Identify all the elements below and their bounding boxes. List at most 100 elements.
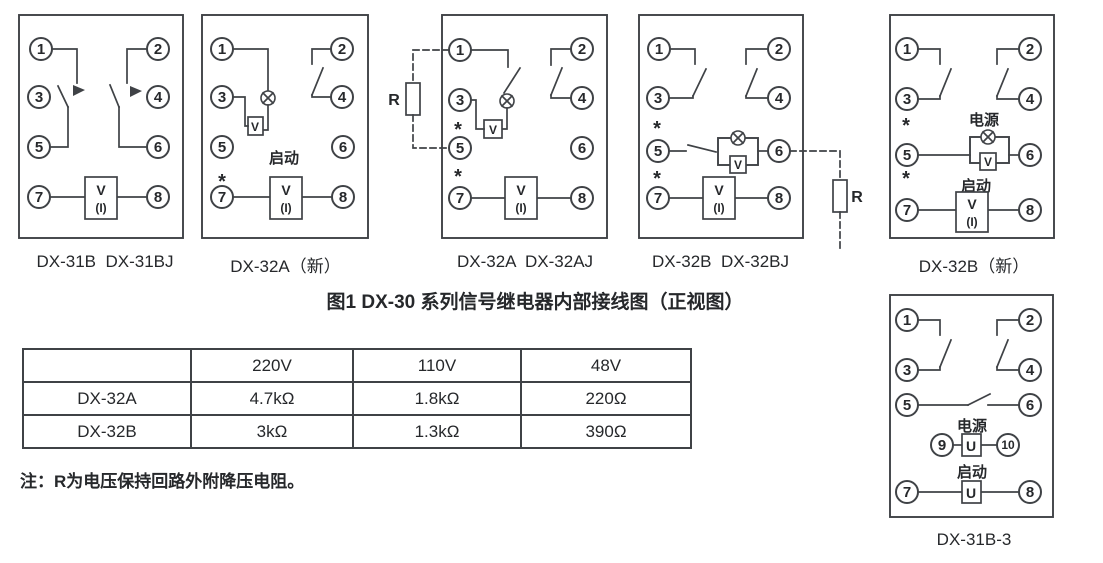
start-label: 启动: [957, 463, 987, 481]
terminal-4: 4: [146, 85, 170, 109]
voltage-coil-label: V: [251, 120, 259, 134]
svg-text:V: V: [281, 182, 291, 198]
terminal-2: 2: [330, 37, 354, 61]
u-coil-label: U: [966, 485, 976, 501]
table-header-row: 220V 110V 48V: [22, 348, 692, 383]
svg-text:8: 8: [154, 189, 162, 206]
svg-text:3: 3: [654, 90, 662, 107]
terminal-6: 6: [146, 135, 170, 159]
svg-text:6: 6: [578, 140, 586, 157]
svg-text:8: 8: [1026, 484, 1034, 501]
terminal-2: 2: [570, 37, 594, 61]
terminal-7: 7: [448, 186, 472, 210]
coil-box: [84, 176, 118, 220]
cell: 3kΩ: [190, 414, 354, 449]
terminal-4: 4: [1018, 358, 1042, 382]
svg-text:7: 7: [35, 189, 43, 206]
svg-text:5: 5: [35, 139, 43, 156]
contact-2-4: [549, 48, 572, 99]
svg-text:8: 8: [578, 190, 586, 207]
terminal-1: 1: [647, 37, 671, 61]
diagram-label-dx-31b-3: DX-31B-3: [936, 530, 1012, 549]
terminal-5: 5: [895, 393, 919, 417]
terminal-6: 6: [767, 139, 791, 163]
diagram-dx-31b: V (I) 1 2 3 4 5 6 7 8: [18, 14, 184, 239]
svg-text:(I): (I): [966, 215, 977, 229]
svg-text:1: 1: [456, 42, 464, 59]
svg-text:V: V: [516, 182, 526, 198]
voltage-coil-box: [979, 152, 997, 171]
svg-text:4: 4: [775, 90, 784, 107]
svg-text:3: 3: [35, 89, 43, 106]
contact-1-3: [917, 319, 953, 371]
svg-text:(I): (I): [515, 201, 526, 215]
cell: 390Ω: [520, 414, 692, 449]
svg-text:8: 8: [775, 190, 783, 207]
terminal-6: 6: [1018, 143, 1042, 167]
terminal-5: 5: [27, 135, 51, 159]
svg-text:5: 5: [456, 140, 464, 157]
table-row: DX-32B 3kΩ 1.3kΩ 390Ω: [22, 414, 692, 449]
svg-text:2: 2: [1026, 41, 1034, 58]
coil-circuit-7-8: V (I): [470, 176, 572, 220]
cell: 4.7kΩ: [190, 381, 354, 416]
coil-circuit-7-8: V (I): [49, 176, 148, 220]
header-empty: [22, 348, 192, 383]
svg-text:1: 1: [903, 312, 911, 329]
moving-contact-arrow-icon: [73, 85, 85, 96]
row-label: DX-32A: [22, 381, 192, 416]
terminal-10: 10: [996, 433, 1020, 457]
polarity-star: *: [653, 118, 661, 140]
svg-text:6: 6: [775, 143, 783, 160]
terminal-3: 3: [27, 85, 51, 109]
svg-text:7: 7: [654, 190, 662, 207]
moving-contact-arrow-icon: [130, 86, 142, 97]
terminal-2: 2: [1018, 308, 1042, 332]
terminal-5: 5: [210, 135, 234, 159]
terminal-4: 4: [330, 85, 354, 109]
diagram-label-dx-31b: DX-31B DX-31BJ: [36, 252, 174, 271]
svg-text:3: 3: [218, 89, 226, 106]
svg-text:(I): (I): [713, 201, 724, 215]
row-label: DX-32B: [22, 414, 192, 449]
diagram-frame: [889, 14, 1055, 239]
terminal-1: 1: [895, 37, 919, 61]
diagram-dx-32a: R V * * V (I) 1 2 3: [388, 14, 608, 239]
svg-text:V: V: [967, 196, 977, 212]
terminal-7: 7: [27, 185, 51, 209]
svg-text:6: 6: [1026, 147, 1034, 164]
u-coil-box: [961, 480, 982, 504]
polarity-star: *: [218, 171, 226, 193]
diagram-dx-32b-new: 电源 V * * 启动 V (I) 1 2 3 4 5 6 7 8: [889, 14, 1055, 239]
svg-text:7: 7: [903, 484, 911, 501]
coil-circuit-7-8: V (I): [668, 176, 769, 220]
lamp-coil-circuit-1-3: V: [232, 48, 276, 136]
terminal-4: 4: [1018, 87, 1042, 111]
resistor-label: R: [388, 92, 400, 109]
diagram-frame: [638, 14, 804, 239]
cell: 220Ω: [520, 381, 692, 416]
cell: 1.3kΩ: [352, 414, 522, 449]
svg-text:5: 5: [654, 143, 662, 160]
svg-text:V: V: [714, 182, 724, 198]
diagram-dx-32a-new: V * 启动 V (I) 1 2 3 4 5 6 7 8: [201, 14, 369, 239]
terminal-3: 3: [646, 86, 670, 110]
coil-box: [269, 176, 303, 220]
terminal-8: 8: [570, 186, 594, 210]
contact-5-6: [917, 392, 1020, 407]
terminal-5: 5: [646, 139, 670, 163]
polarity-star: *: [454, 166, 462, 188]
coil-circuit-7-8: V (I): [232, 176, 333, 220]
svg-text:1: 1: [37, 41, 45, 58]
terminal-2: 2: [1018, 37, 1042, 61]
terminal-7: 7: [646, 186, 670, 210]
voltage-coil-label: V: [734, 158, 742, 172]
svg-text:7: 7: [218, 189, 226, 206]
power-coil-9-10: U: [952, 433, 998, 457]
contact-2-4-6: [108, 48, 148, 148]
terminal-8: 8: [1018, 198, 1042, 222]
svg-text:(I): (I): [280, 201, 291, 215]
polarity-star: *: [902, 168, 910, 190]
terminal-6: 6: [570, 136, 594, 160]
